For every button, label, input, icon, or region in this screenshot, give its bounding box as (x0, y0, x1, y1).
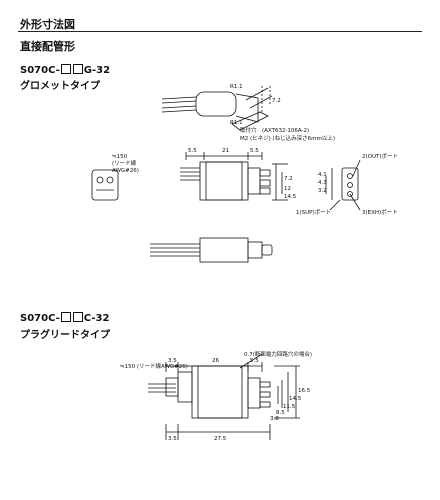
lead-length-label-b: ≒150 (リード線AWG#26) (120, 362, 188, 370)
side-view-a (180, 152, 288, 201)
placeholder-box-icon (72, 312, 83, 322)
dim-label: 3.8 (270, 416, 279, 422)
dim-label: 4.3 (318, 180, 327, 186)
note-label-b: 0.7(断面電力回路穴の場合) (244, 350, 312, 358)
dim-label: 21 (222, 148, 229, 154)
port1-label: 1(SUP)ポート (296, 209, 331, 216)
dim-label: 12 (284, 186, 291, 192)
end-view-a (91, 169, 119, 201)
placeholder-box-icon (60, 312, 71, 322)
dim-label: R1.1 (230, 120, 243, 126)
dim-label: 7.2 (284, 176, 293, 182)
model-b-type: プラグリードタイプ (20, 330, 110, 341)
dim-label: R1.1 (230, 84, 243, 90)
dim-label: 5.5 (250, 148, 259, 154)
sub-title: 直接配管形 (20, 40, 75, 53)
dim-label: 3.5 (168, 358, 177, 364)
dim-label: 14.5 (289, 396, 302, 402)
placeholder-box-icon (60, 64, 71, 74)
port2-label: 2(OUT)ポート (362, 153, 398, 160)
dim-label: 5.5 (188, 148, 197, 154)
bottom-view-a (150, 237, 273, 263)
dim-label: 8.5 (276, 410, 285, 416)
mount-hole-label: 取付穴 (240, 126, 257, 134)
model-b-prefix: S070C- (20, 313, 60, 324)
model-a-heading: S070C- G-32 (20, 64, 110, 76)
dim-label: 11.5 (283, 404, 296, 410)
model-a-type: グロメットタイプ (20, 81, 100, 92)
dim-label: 27.5 (214, 436, 227, 442)
lead-spec-label: (リード線 (112, 159, 137, 167)
dim-label: 26 (212, 358, 219, 364)
port3-label: 3(EXH)ポート (362, 209, 398, 216)
mount-note-label: (AXT632-106A-2) (262, 128, 309, 134)
model-b-suffix: C-32 (83, 313, 110, 324)
port-view-a (325, 159, 361, 211)
lead-length-label: ≒150 (112, 154, 128, 160)
dim-label: 14.5 (284, 194, 297, 200)
isometric-view-a (161, 86, 273, 131)
dim-label: 5.5 (250, 358, 259, 364)
dim-label: 3.2 (318, 188, 327, 194)
title-rule (18, 31, 422, 32)
screw-label: M2 (ヒネジ) (ねじ込み深さ6mm以上) (240, 134, 335, 142)
dim-label: 4.1 (318, 172, 327, 178)
dim-label: 7.2 (272, 98, 281, 104)
lead-awg-label: AWG#26) (112, 168, 139, 174)
model-a-suffix: G-32 (83, 65, 111, 76)
dim-label: 3.5 (168, 436, 177, 442)
dim-label: 16.5 (298, 388, 311, 394)
model-b-heading: S070C- C-32 (20, 312, 109, 324)
model-a-prefix: S070C- (20, 65, 60, 76)
placeholder-box-icon (72, 64, 83, 74)
section-title: 外形寸法図 (20, 18, 75, 31)
side-view-b (148, 353, 300, 440)
